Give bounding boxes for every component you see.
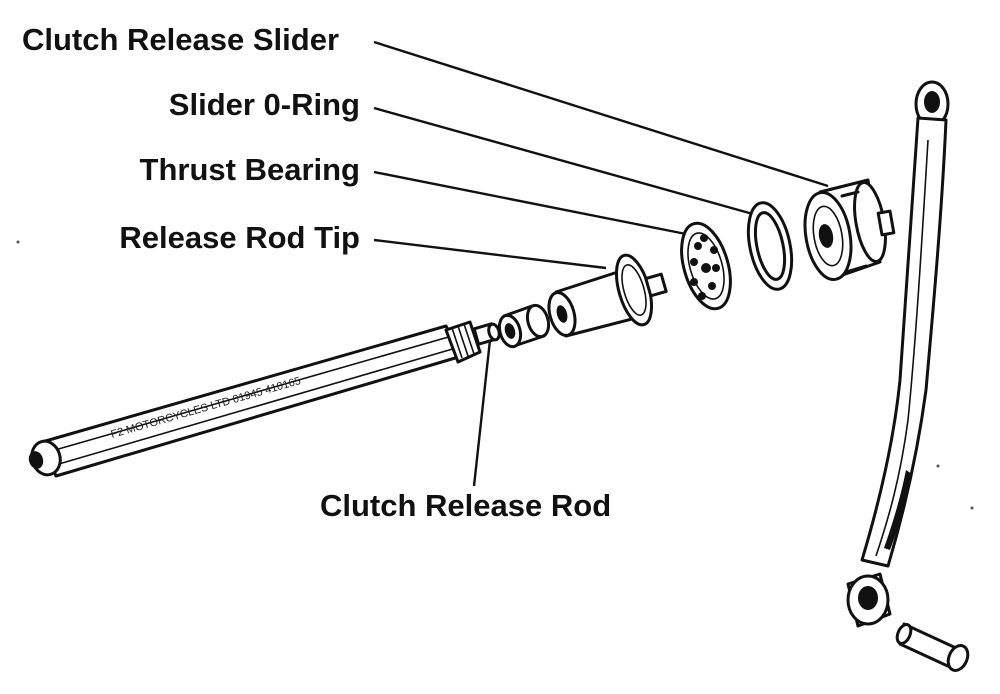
release-rod-tip [547,253,668,338]
speck-dot [16,240,20,244]
speck-dot [970,506,974,510]
label-clutch-release-rod: Clutch Release Rod [320,488,611,523]
leader-release-rod-tip [373,238,607,270]
label-slider-o-ring: Slider 0-Ring [169,87,360,122]
thrust-bearing [680,221,732,311]
leader-thrust-bearing [373,170,687,236]
label-release-rod-tip: Release Rod Tip [119,220,360,255]
rod-bush [497,303,551,349]
label-thrust-bearing: Thrust Bearing [140,152,360,187]
label-clutch-release-slider: Clutch Release Slider [22,22,339,57]
leader-clutch-release-rod [472,339,492,487]
slider-o-ring [746,201,794,291]
leader-clutch-release-slider [373,40,829,188]
clutch-lever [846,80,970,672]
clutch-release-slider [803,178,896,281]
speck-dot [936,464,940,468]
leader-slider-o-ring [373,106,761,218]
clutch-release-rod: F2 MOTORCYCLES LTD 01945 410165 [28,320,501,478]
